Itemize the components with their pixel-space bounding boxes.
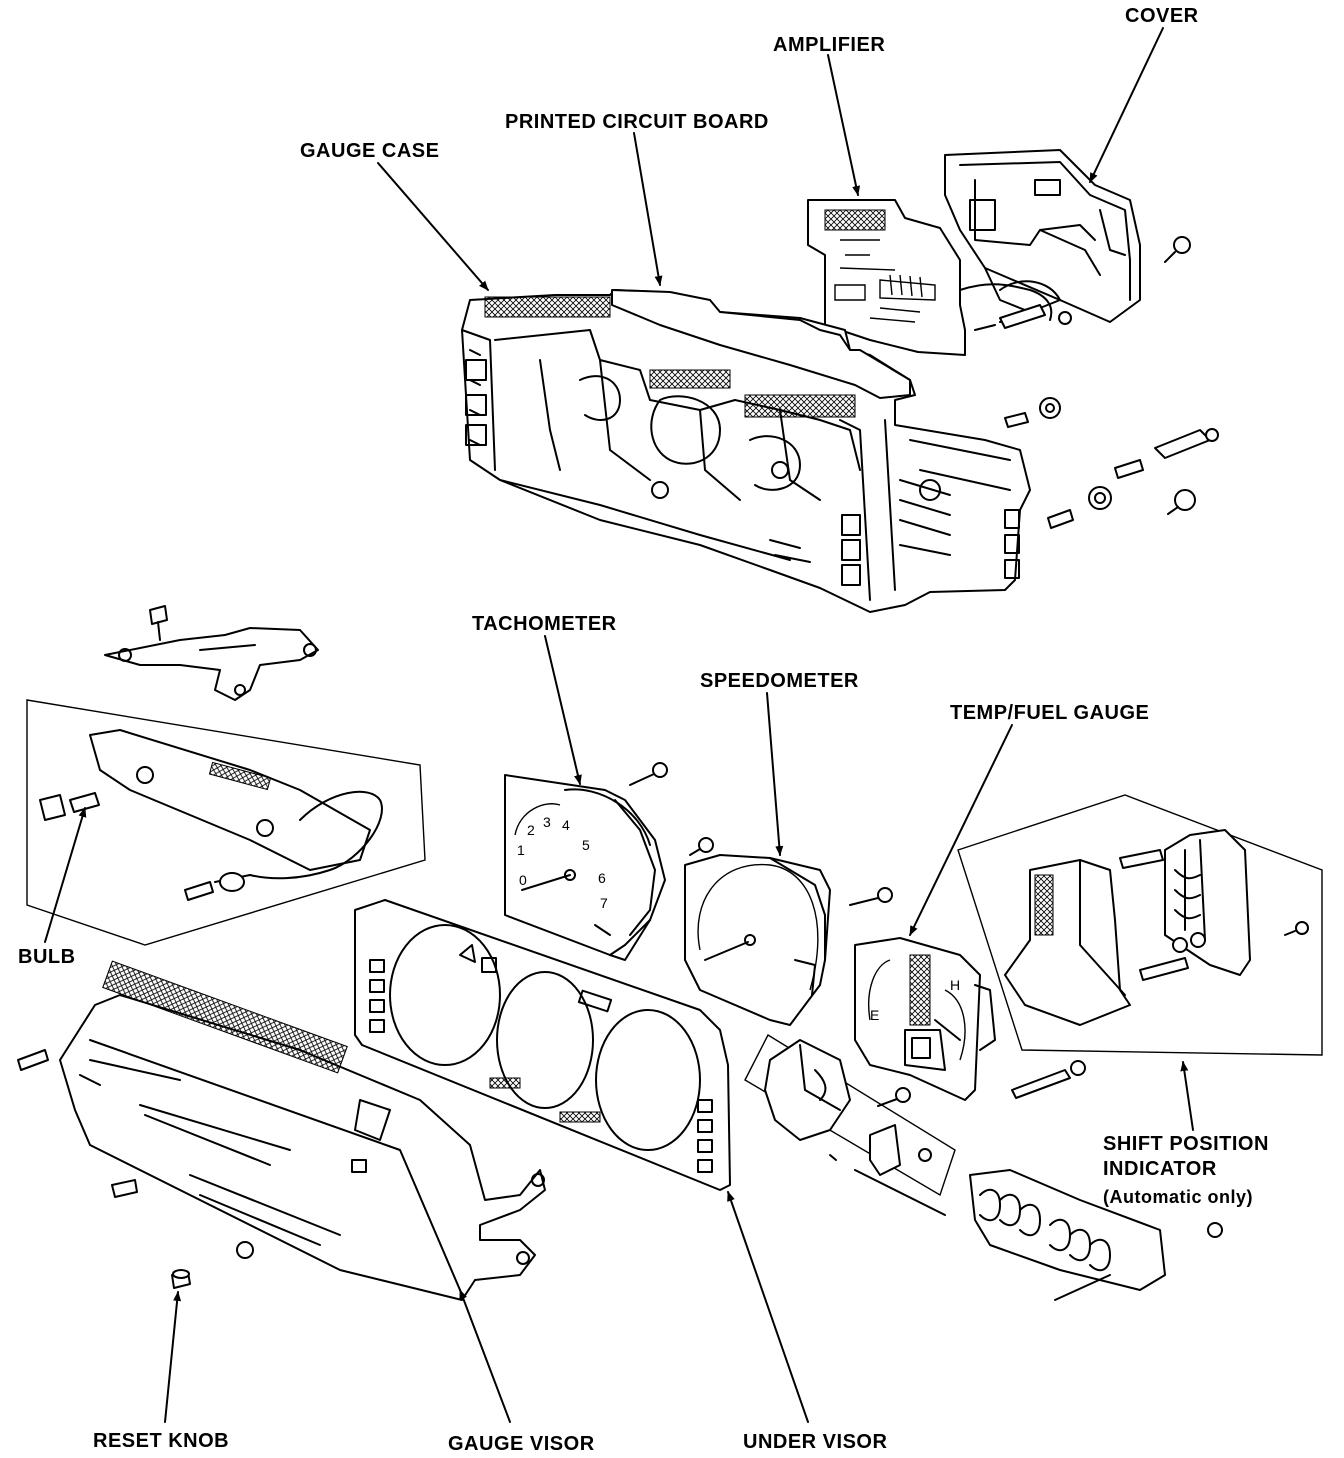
cover-part [944,149,1141,325]
label-bulb: BULB [18,946,76,968]
temp-fuel-gauge-part: H E [854,937,1086,1107]
svg-text:5: 5 [582,837,590,853]
svg-text:7: 7 [600,895,608,911]
bracket-part [104,605,319,701]
tachometer-part: 1 2 3 4 5 6 7 0 [504,762,668,961]
shift-indicator-box [957,794,1323,1056]
label-printed-circuit-board: PRINTED CIRCUIT BOARD [505,111,769,133]
gauge-case-part [461,289,1031,613]
cover-screw [974,236,1191,331]
reset-knob-part [171,1269,191,1289]
label-cover: COVER [1125,5,1199,27]
case-bulbs [1004,397,1219,529]
bulb-assembly-box [26,699,426,946]
label-amplifier: AMPLIFIER [773,34,886,56]
svg-text:0: 0 [519,872,527,888]
label-shift-position-line1: SHIFT POSITION [1103,1133,1269,1155]
leader-arrows [44,27,1194,1423]
label-gauge-case: GAUGE CASE [300,140,440,162]
svg-text:H: H [950,977,960,993]
svg-text:1: 1 [517,842,525,858]
label-tachometer: TACHOMETER [472,613,617,635]
svg-text:4: 4 [562,817,570,833]
trip-meter-parts [744,1034,956,1216]
under-visor-part [354,899,731,1191]
svg-text:6: 6 [598,870,606,886]
label-shift-position-line2: INDICATOR [1103,1158,1217,1180]
label-reset-knob: RESET KNOB [93,1430,230,1452]
svg-text:E: E [870,1007,879,1023]
label-speedometer: SPEEDOMETER [700,670,859,692]
gauge-visor-part [17,960,546,1301]
odometer-part [969,1169,1223,1301]
label-under-visor: UNDER VISOR [743,1431,888,1453]
svg-text:2: 2 [527,822,535,838]
label-gauge-visor: GAUGE VISOR [448,1433,595,1455]
label-shift-position-note: (Automatic only) [1103,1187,1253,1207]
speedometer-part [684,837,893,1026]
svg-text:3: 3 [543,814,551,830]
amplifier-board [807,199,1053,356]
label-temp-fuel-gauge: TEMP/FUEL GAUGE [950,702,1150,724]
